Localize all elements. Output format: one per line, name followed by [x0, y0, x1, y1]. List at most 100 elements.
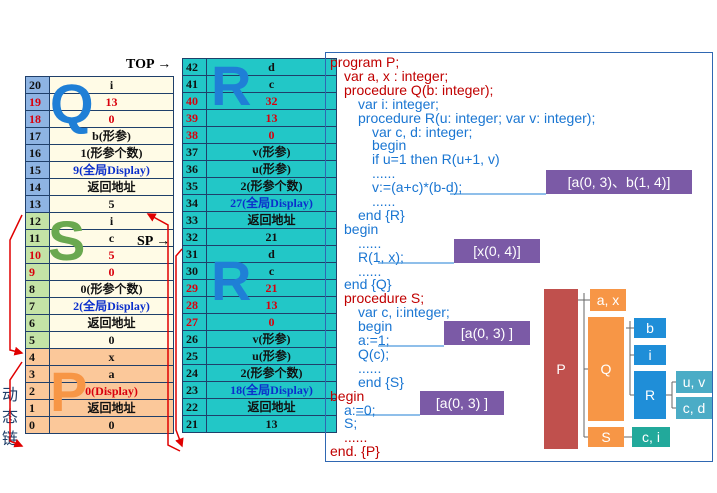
right-stack-value: c	[206, 262, 337, 280]
right-stack-address: 35	[182, 177, 207, 195]
code-line: begin	[358, 318, 393, 335]
code-line: v:=(a+c)*(b-d);	[372, 179, 463, 196]
right-stack-address: 22	[182, 398, 207, 416]
right-stack-address: 31	[182, 245, 207, 263]
left-stack-value: 9(全局Display)	[49, 161, 174, 179]
code-line: var c, i:integer;	[358, 304, 450, 321]
right-stack-value: 2(形参个数)	[206, 364, 337, 382]
callout-q-access: [x(0, 4)]	[454, 239, 540, 263]
tree-connectors	[578, 293, 676, 438]
tree-node-c-d: c, d	[676, 397, 712, 419]
code-line: procedure S;	[344, 290, 425, 307]
chain-arrow-32-to-21	[175, 248, 184, 448]
right-stack-value: 0	[206, 126, 337, 144]
left-stack-value: c	[49, 229, 174, 247]
left-stack-value: 0	[49, 331, 174, 349]
left-stack-value: 返回地址	[49, 314, 174, 332]
right-stack-address: 42	[182, 58, 207, 76]
left-stack-address: 2	[25, 382, 50, 400]
code-line: ......	[358, 262, 382, 279]
tree-node-c-i: c, i	[632, 427, 670, 447]
right-stack-value: c	[206, 75, 337, 93]
left-stack-value: 0(形参个数)	[49, 280, 174, 298]
left-stack-value: 0	[49, 110, 174, 128]
code-line: var i: integer;	[358, 95, 439, 112]
right-stack-address: 39	[182, 109, 207, 127]
right-stack-address: 26	[182, 330, 207, 348]
code-line: a:=0;	[344, 401, 376, 418]
code-line: if u=1 then R(u+1, v)	[372, 151, 500, 168]
code-line: ......	[358, 234, 382, 251]
left-stack-address: 0	[25, 416, 50, 434]
code-line: ......	[372, 165, 396, 182]
code-line: ......	[344, 429, 368, 446]
left-stack-value: 返回地址	[49, 178, 174, 196]
right-stack-value: 13	[206, 415, 337, 433]
left-stack-address: 12	[25, 212, 50, 230]
left-stack-address: 3	[25, 365, 50, 383]
tree-node-b: b	[634, 318, 666, 338]
right-stack-address: 21	[182, 415, 207, 433]
code-line: begin	[330, 387, 365, 404]
left-stack-value: 0	[49, 416, 174, 434]
code-line: ......	[372, 193, 396, 209]
chain-arrow-21-to-13	[146, 213, 181, 452]
code-line: var c, d: integer;	[372, 123, 473, 140]
right-stack-value: 18(全局Display)	[206, 381, 337, 399]
chain-arrow-13-to-5	[9, 214, 24, 356]
left-stack-value: 返回地址	[49, 399, 174, 417]
left-stack-value: 1(形参个数)	[49, 144, 174, 162]
sp-pointer-label: SP →	[137, 234, 171, 249]
right-stack-address: 24	[182, 364, 207, 382]
tree-node-i: i	[634, 345, 666, 365]
code-line: program P;	[330, 54, 400, 70]
code-line: begin	[372, 137, 407, 154]
right-stack-address: 37	[182, 143, 207, 161]
right-stack-value: 21	[206, 228, 337, 246]
chain-arrow-5-to-0	[9, 361, 24, 448]
right-stack-value: 21	[206, 279, 337, 297]
callout-r-access: [a(0, 3)、b(1, 4)]	[546, 170, 692, 194]
left-stack-value: 0(Display)	[49, 382, 174, 400]
left-stack-address: 13	[25, 195, 50, 213]
tree-node-u-v: u, v	[676, 371, 712, 393]
callout-s-access: [a(0, 3) ]	[444, 321, 530, 345]
right-stack-value: 13	[206, 296, 337, 314]
source-code-panel: program P;var a, x : integer;procedure Q…	[325, 52, 713, 462]
code-line: procedure R(u: integer; var v: integer);	[358, 109, 596, 126]
left-stack-value: b(形参)	[49, 127, 174, 145]
callout-connectors	[356, 193, 546, 416]
right-stack-address: 33	[182, 211, 207, 229]
right-stack-address: 34	[182, 194, 207, 212]
left-stack-value: i	[49, 76, 174, 94]
code-line: end {Q}	[344, 276, 392, 293]
right-stack-value: 返回地址	[206, 211, 337, 229]
left-stack-value: 5	[49, 246, 174, 264]
right-stack-address: 29	[182, 279, 207, 297]
code-line: R(1, x);	[358, 248, 404, 265]
